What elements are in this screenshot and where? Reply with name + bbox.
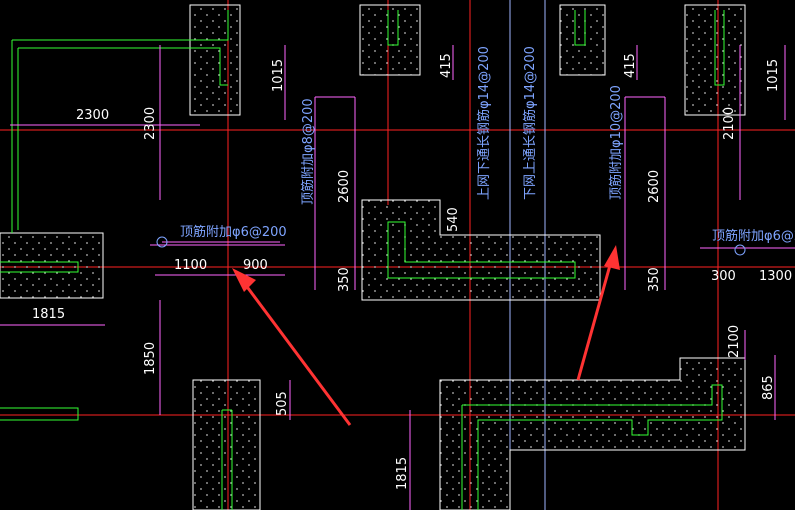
annotation-lower-through-rebar: 下网上通长钢筋φ14@200 xyxy=(522,46,538,200)
dim-505: 505 xyxy=(275,391,290,416)
dim-900: 900 xyxy=(243,258,268,273)
annotation-top-rebar-phi8: 顶筋附加φ8@200 xyxy=(300,98,316,205)
dim-2600-b: 2600 xyxy=(647,170,662,203)
dim-1015-a: 1015 xyxy=(271,59,286,92)
dim-2300-v: 2300 xyxy=(143,107,158,140)
dimension-lines xyxy=(0,45,795,510)
annotation-top-rebar-phi6-left: 顶筋附加φ6@200 xyxy=(180,224,287,240)
dim-2600-a: 2600 xyxy=(337,170,352,203)
dim-540: 540 xyxy=(446,207,461,232)
dim-1815-h: 1815 xyxy=(32,307,65,322)
dim-1850: 1850 xyxy=(143,342,158,375)
dim-350-b: 350 xyxy=(647,267,662,292)
dim-300: 300 xyxy=(711,269,736,284)
annotation-top-rebar-phi10: 顶筋附加φ10@200 xyxy=(608,85,624,200)
annotation-top-rebar-phi6-right: 顶筋附加φ6@200 xyxy=(712,228,795,244)
arrow-right xyxy=(576,257,614,381)
arrow-left-head xyxy=(232,268,256,292)
dim-1815-v: 1815 xyxy=(395,457,410,490)
dim-1300: 1300 xyxy=(759,269,792,284)
dim-415-b: 415 xyxy=(623,53,638,78)
annotation-upper-through-rebar: 上网下通长钢筋φ14@200 xyxy=(476,46,492,200)
dim-415-a: 415 xyxy=(439,53,454,78)
dim-2100-b: 2100 xyxy=(727,325,742,358)
wall-outlines xyxy=(0,4,746,510)
red-arrows xyxy=(232,245,620,426)
dimension-labels: 2300 2300 1015 415 415 2100 1015 2600 54… xyxy=(32,53,792,490)
rebar-annotations: 顶筋附加φ6@200 顶筋附加φ8@200 上网下通长钢筋φ14@200 下网上… xyxy=(180,46,795,244)
axis-markers xyxy=(156,236,746,256)
dim-2100-a: 2100 xyxy=(722,107,737,140)
rebar-lines xyxy=(0,10,725,510)
dim-865: 865 xyxy=(761,375,776,400)
arrow-right-head xyxy=(604,245,620,270)
dim-350-a: 350 xyxy=(337,267,352,292)
dim-1100: 1100 xyxy=(174,258,207,273)
arrow-left xyxy=(240,279,352,426)
dim-2300-h: 2300 xyxy=(76,108,109,123)
dim-1015-b: 1015 xyxy=(766,59,781,92)
